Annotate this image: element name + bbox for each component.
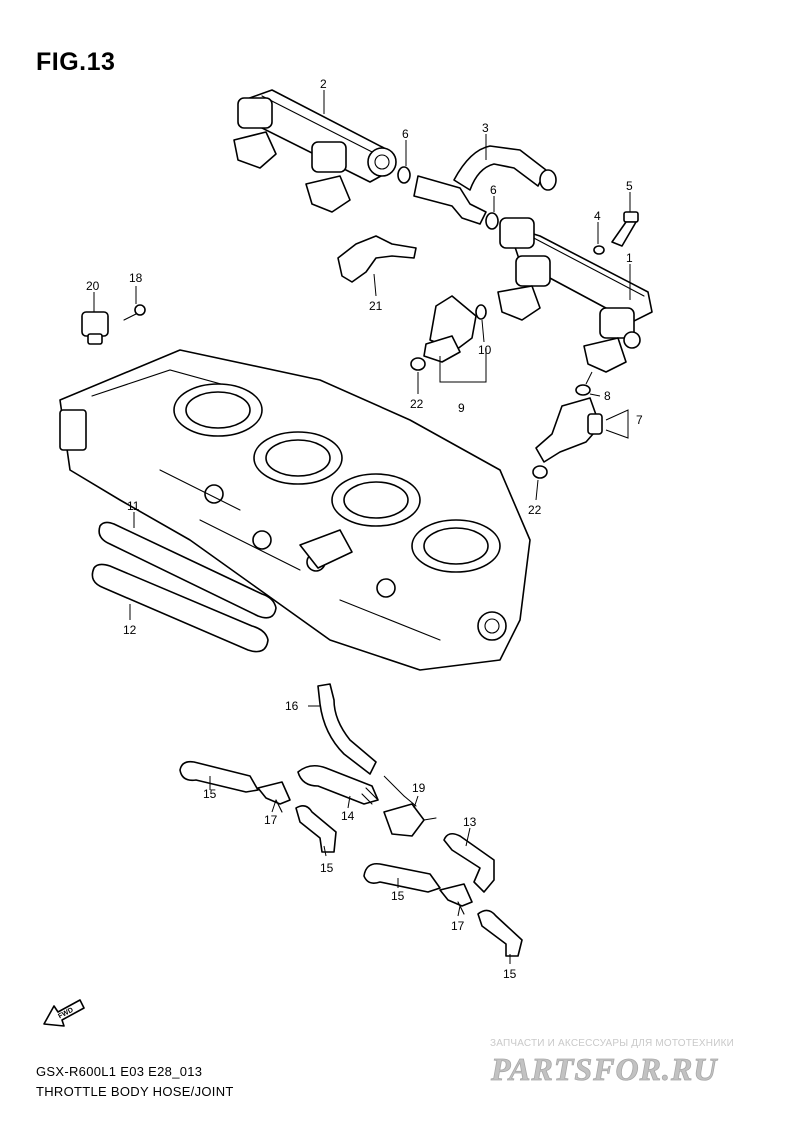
- o-ring-22-lower: [532, 465, 548, 479]
- sensor-20: [81, 311, 109, 345]
- part-label-2: 2: [320, 77, 327, 91]
- bolt-5: [611, 211, 639, 247]
- watermark-caption: ЗАПЧАСТИ И АКСЕССУАРЫ ДЛЯ МОТОТЕХНИКИ: [490, 1038, 735, 1049]
- hose-13: [443, 832, 495, 893]
- part-label-6-upper: 6: [402, 127, 409, 141]
- o-ring-22-upper: [410, 357, 426, 371]
- model-code: GSX-R600L1 E03 E28_013: [36, 1064, 203, 1079]
- part-label-15-a: 15: [203, 787, 217, 801]
- part-label-18: 18: [129, 271, 143, 285]
- figure-title: FIG.13: [36, 48, 116, 76]
- part-label-10: 10: [478, 343, 492, 357]
- part-label-11: 11: [127, 499, 140, 513]
- part-label-17-b: 17: [451, 919, 465, 933]
- part-label-16: 16: [285, 699, 299, 713]
- part-label-7: 7: [636, 413, 643, 427]
- hose-15-b: [295, 804, 337, 853]
- leader-lines: [93, 90, 631, 964]
- part-label-8: 8: [604, 389, 611, 403]
- o-ring-6-lower: [485, 212, 499, 230]
- fuel-rail-left: [233, 89, 397, 213]
- part-label-22-upper: 22: [410, 397, 424, 411]
- section-title: THROTTLE BODY HOSE/JOINT: [36, 1084, 234, 1099]
- part-label-9: 9: [458, 401, 465, 415]
- joint-17-a: [257, 781, 291, 813]
- part-label-15-c: 15: [391, 889, 405, 903]
- part-label-13: 13: [463, 815, 477, 829]
- clamp-21: [337, 235, 417, 283]
- o-ring-6-upper: [397, 166, 411, 184]
- part-label-12: 12: [123, 623, 137, 637]
- hose-12: [91, 563, 269, 653]
- fuel-rail-right: [497, 217, 653, 373]
- part-label-20: 20: [86, 279, 100, 293]
- injector-primary: [535, 397, 603, 463]
- part-label-5: 5: [626, 179, 633, 193]
- washer-4: [593, 245, 605, 255]
- joint-17-b: [439, 883, 473, 915]
- injector-secondary: [423, 295, 477, 363]
- hose-15-a: [179, 760, 259, 793]
- part-label-17-a: 17: [264, 813, 278, 827]
- joint-19: [383, 795, 437, 837]
- part-labels: 1 2 3 4 5 6 6 7 8 9 10 11 12 13 14 15 15…: [86, 77, 643, 981]
- part-label-15-d: 15: [503, 967, 517, 981]
- part-label-21: 21: [369, 299, 383, 313]
- watermark-logo: PARTSFOR.RU: [490, 1051, 718, 1086]
- hose-15-c: [363, 862, 441, 893]
- o-ring-10: [475, 304, 487, 320]
- part-label-19: 19: [412, 781, 426, 795]
- part-label-14: 14: [341, 809, 355, 823]
- fwd-arrow: FWD: [43, 999, 85, 1027]
- fuel-joint-pipe: [413, 145, 557, 225]
- part-label-22-lower: 22: [528, 503, 542, 517]
- part-label-3: 3: [482, 121, 489, 135]
- part-label-15-b: 15: [320, 861, 334, 875]
- hose-11: [98, 521, 277, 619]
- part-label-6-lower: 6: [490, 183, 497, 197]
- part-label-1: 1: [626, 251, 633, 265]
- screw-18: [123, 304, 146, 321]
- o-ring-8: [575, 384, 591, 396]
- part-label-4: 4: [594, 209, 601, 223]
- hose-16: [317, 683, 377, 775]
- watermark-logo-text: PARTSFOR.RU: [490, 1051, 718, 1086]
- hose-15-d: [477, 909, 523, 957]
- throttle-body: [59, 349, 531, 671]
